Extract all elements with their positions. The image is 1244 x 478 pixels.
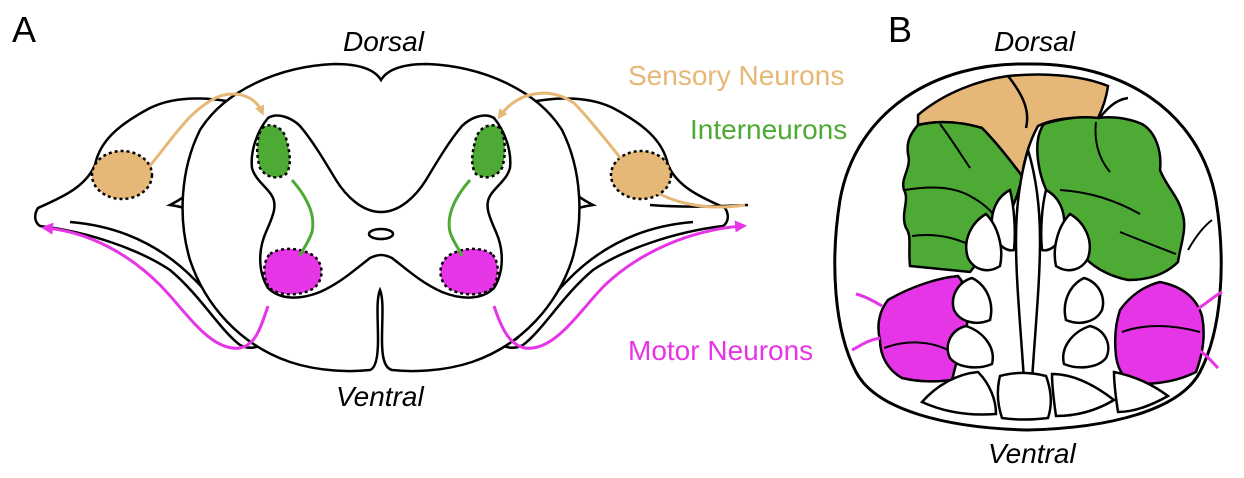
- left-interneuron-pool: [257, 125, 290, 177]
- panel-a-ventral-label: Ventral: [336, 383, 424, 411]
- panel-a-dorsal-label: Dorsal: [343, 28, 424, 56]
- left-dorsal-root-ganglion: [92, 151, 152, 199]
- legend-sensory-neurons: Sensory Neurons: [628, 62, 844, 90]
- right-motor-pool: [441, 249, 498, 294]
- left-motor-pool: [264, 249, 321, 294]
- panel-a-label: A: [12, 12, 36, 48]
- legend-interneurons: Interneurons: [690, 116, 847, 144]
- panel-a-diagram: [35, 64, 748, 371]
- panel-b-label: B: [888, 12, 912, 48]
- right-interneuron-pool: [472, 125, 505, 177]
- central-canal: [369, 229, 393, 239]
- panel-b-ventral-label: Ventral: [988, 440, 1076, 468]
- legend-motor-neurons: Motor Neurons: [628, 337, 813, 365]
- panel-b-diagram: [835, 64, 1222, 430]
- panel-b-dorsal-label: Dorsal: [994, 28, 1075, 56]
